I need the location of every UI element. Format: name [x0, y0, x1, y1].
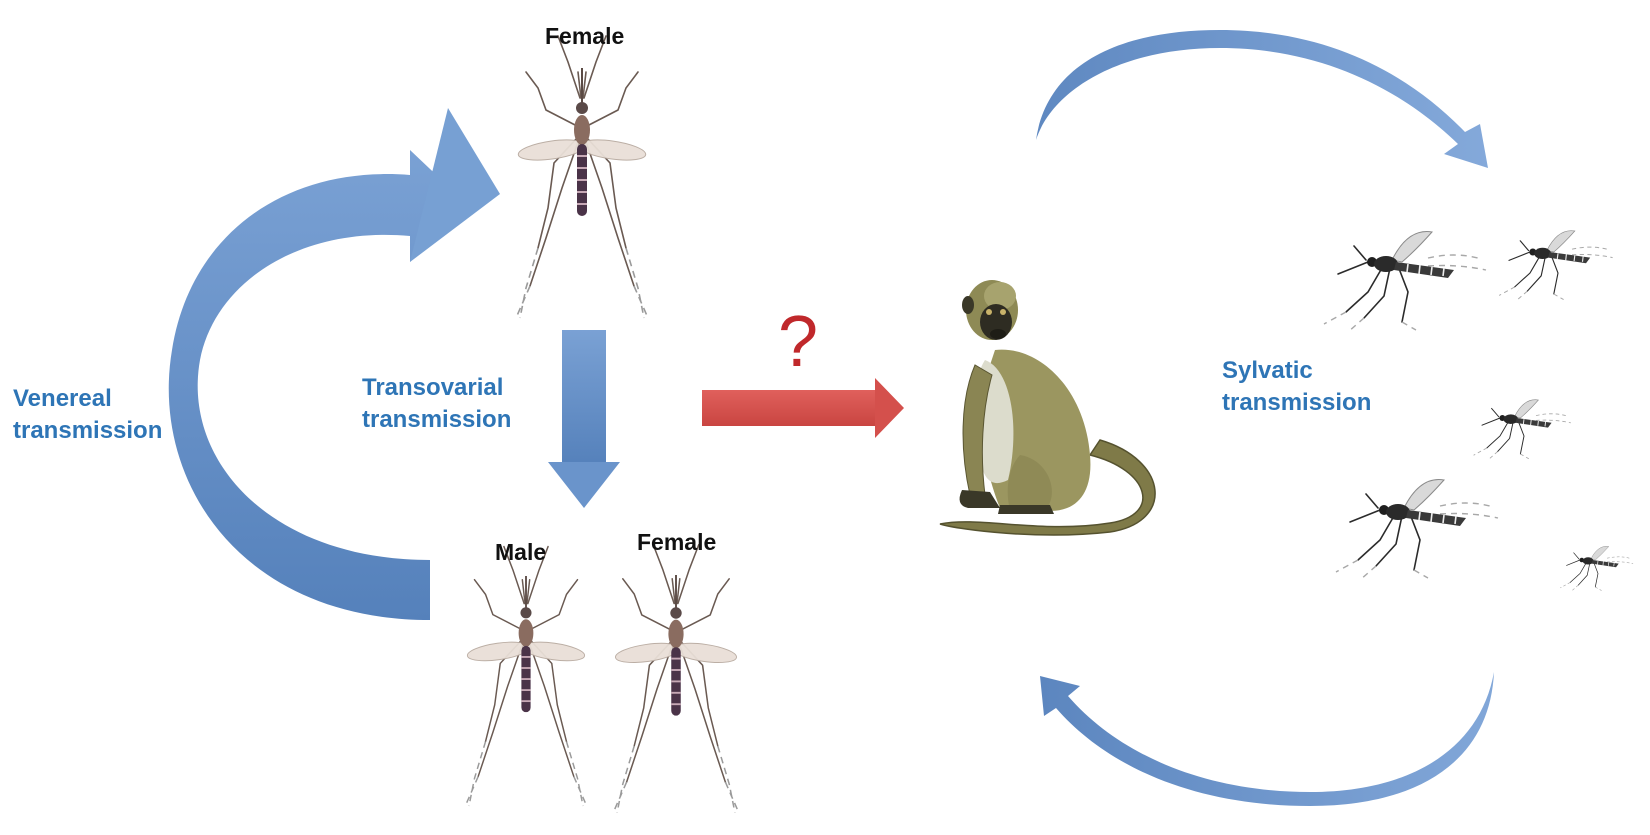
label-transovarial: Transovarial transmission	[362, 372, 511, 436]
monkey-icon	[940, 280, 1155, 535]
venereal-line1: Venereal	[13, 383, 162, 415]
sylvatic-arrow-bottom	[1040, 672, 1524, 806]
mosquito-icon	[465, 547, 586, 806]
mosquito-icon	[613, 545, 738, 813]
venereal-line2: transmission	[13, 415, 162, 447]
mosquito-icon	[516, 36, 648, 318]
sylvatic-arrow-top	[1005, 30, 1488, 168]
transovarial-line1: Transovarial	[362, 372, 511, 404]
mosquito-icon	[1560, 546, 1633, 591]
mosquito-icon	[1474, 400, 1571, 460]
question-mark: ?	[778, 302, 818, 382]
mosquito-icon	[1336, 480, 1498, 580]
venereal-arrow	[169, 108, 500, 620]
mosquito-icon	[1324, 232, 1486, 332]
sylvatic-line2: transmission	[1222, 387, 1371, 419]
label-sylvatic: Sylvatic transmission	[1222, 355, 1371, 419]
transovarial-arrow	[548, 330, 620, 508]
label-venereal: Venereal transmission	[13, 383, 162, 447]
transovarial-line2: transmission	[362, 404, 511, 436]
label-bottom-female: Female	[637, 526, 716, 558]
label-male: Male	[495, 536, 546, 568]
label-top-female: Female	[545, 20, 624, 52]
sylvatic-line1: Sylvatic	[1222, 355, 1371, 387]
spillover-arrow	[702, 378, 904, 438]
mosquito-icon	[1499, 231, 1612, 301]
